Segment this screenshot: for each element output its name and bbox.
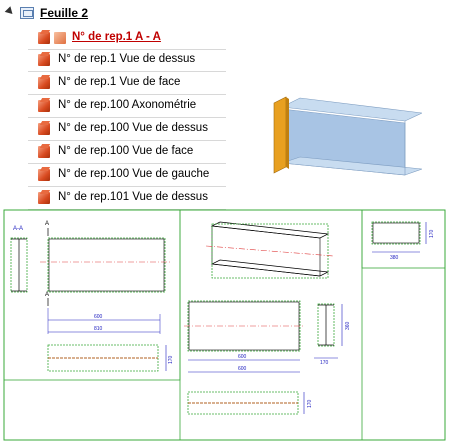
tree-item-section-a-a[interactable]: N° de rep.1 A - A [28, 27, 226, 50]
dimension-group-front [47, 308, 161, 334]
bottom-view-1 [47, 344, 167, 372]
tree-item-100-top-view[interactable]: N° de rep.100 Vue de dessus [28, 118, 226, 141]
dim-170-b: 170 [307, 399, 313, 408]
dim-600-b: 600 [238, 354, 247, 360]
beam-top-flange [280, 97, 422, 122]
tree-item-1-top-view[interactable]: N° de rep.1 Vue de dessus [28, 49, 226, 72]
dim-170-c: 170 [320, 360, 329, 366]
view-icon [38, 54, 50, 66]
tree-item-label: N° de rep.100 Vue de dessus [58, 122, 208, 134]
drawing-sheet: A-A A A 600 810 170 [3, 209, 446, 441]
tree-item-100-left-view[interactable]: N° de rep.100 Vue de gauche [28, 164, 226, 187]
dim-360: 360 [345, 321, 351, 330]
tree-item-101-top-view[interactable]: N° de rep.101 Vue de dessus [28, 187, 226, 210]
section-title: A-A [13, 226, 23, 232]
collapse-arrow-icon[interactable] [4, 6, 16, 17]
tree-item-label: N° de rep.100 Vue de face [58, 145, 194, 157]
end-plate [273, 96, 287, 174]
tree-root-sheet[interactable]: Feuille 2 [0, 6, 226, 22]
dim-810: 810 [94, 326, 103, 332]
view-icon [38, 32, 50, 44]
view-icon [38, 192, 50, 204]
end-plate-side [286, 97, 289, 169]
section-view-icon [54, 32, 66, 44]
tree-item-label: N° de rep.101 Vue de dessus [58, 191, 208, 203]
view-icon [38, 100, 50, 112]
tree-item-label: N° de rep.1 Vue de dessus [58, 53, 196, 65]
tree-item-label: N° de rep.1 A - A [72, 31, 161, 43]
tree-item-label: N° de rep.100 Vue de gauche [58, 168, 210, 180]
cut-label-top: A [45, 221, 49, 227]
view-frame-middle [179, 209, 363, 441]
dim-600-c: 600 [238, 366, 247, 372]
sheet-label: Feuille 2 [40, 6, 89, 20]
view-icon [38, 146, 50, 158]
dim-380: 380 [390, 255, 399, 261]
section-a-a-view [10, 237, 28, 293]
front-view-1 [40, 237, 170, 293]
front-view-2 [184, 300, 304, 373]
tree-item-label: N° de rep.100 Axonométrie [58, 99, 197, 111]
tree-item-1-front-view[interactable]: N° de rep.1 Vue de face [28, 72, 226, 95]
view-frame-left [3, 209, 181, 381]
axonometric-view [205, 221, 335, 279]
view-icon [38, 123, 50, 135]
sheet-icon [20, 7, 34, 19]
view-icon [38, 169, 50, 181]
view-icon [38, 77, 50, 89]
dim-600-a: 600 [94, 314, 103, 320]
bottom-view-2 [187, 391, 305, 415]
side-section-view [314, 303, 343, 359]
beam-bottom-flange [281, 156, 422, 176]
cut-label-bottom: A [45, 292, 49, 298]
tree-item-100-front-view[interactable]: N° de rep.100 Vue de face [28, 141, 226, 164]
sheet-frame [3, 209, 446, 441]
model-preview-3d [273, 96, 422, 176]
plate-view [371, 221, 427, 253]
dim-170-d: 170 [429, 229, 435, 238]
tree-item-100-axonometry[interactable]: N° de rep.100 Axonométrie [28, 95, 226, 118]
dim-170-a: 170 [168, 355, 174, 364]
view-frame-right [361, 209, 446, 269]
tree-item-label: N° de rep.1 Vue de face [58, 76, 181, 88]
